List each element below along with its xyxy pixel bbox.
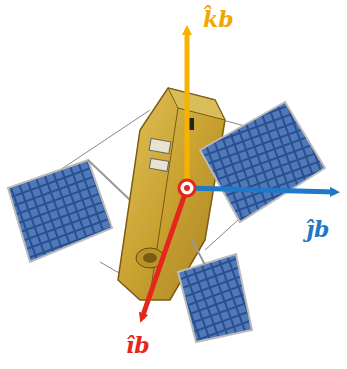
axis-label: k̂b bbox=[203, 8, 234, 30]
axis-label: îb bbox=[126, 334, 150, 356]
axis-label: ĵb bbox=[306, 218, 329, 240]
